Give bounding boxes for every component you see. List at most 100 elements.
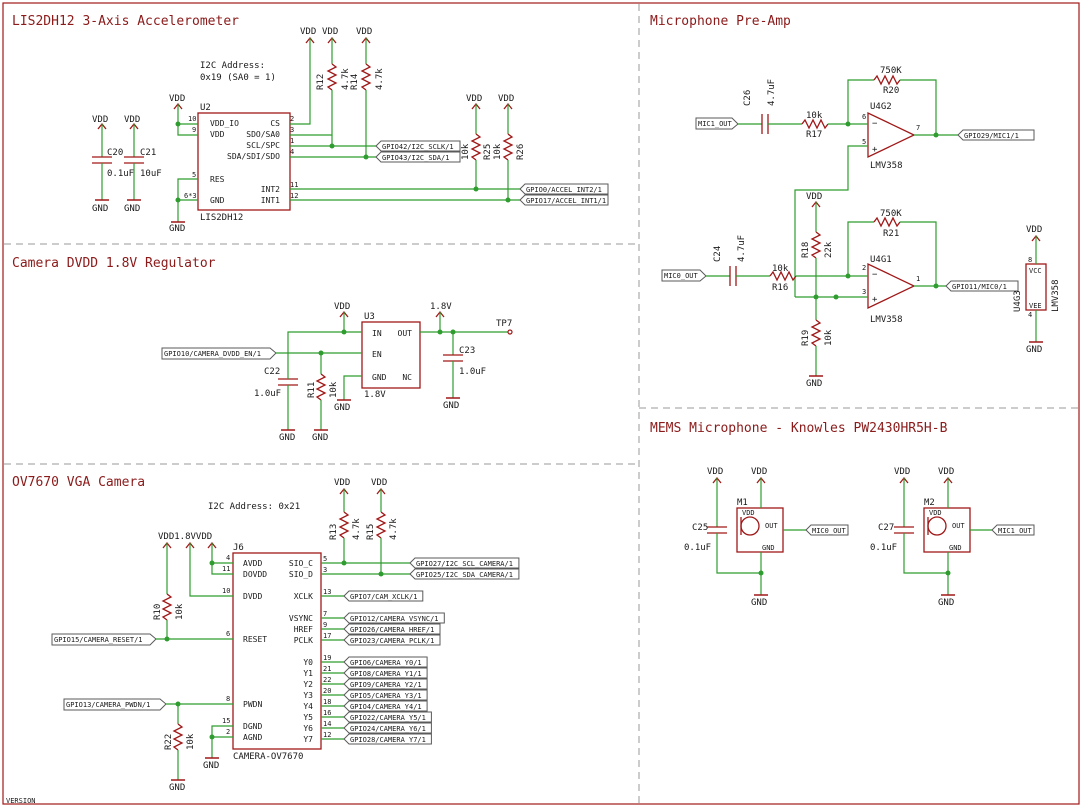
camera-pn: 6 (226, 630, 230, 638)
camera-r10-value: 10k (175, 603, 185, 620)
camera-pn: 3 (323, 566, 327, 574)
mems-net-m2: MIC1_OUT (998, 527, 1033, 535)
net-label-box (343, 623, 441, 635)
accel-pin-gnd: GND (210, 196, 225, 205)
vdd-label: VDD (169, 94, 185, 104)
version-label: VERSION (6, 797, 36, 805)
camera-pin-avdd: AVDD (243, 559, 262, 568)
camera-pin-13: Y7 (303, 735, 313, 744)
camera-pin-11: Y5 (303, 713, 313, 722)
accel-c21-value: 10uF (140, 169, 162, 179)
camera-pn: 13 (323, 588, 331, 596)
camera-r10-ref: R10 (153, 604, 163, 620)
camera-pn: 7 (323, 610, 327, 618)
accel-pn: 9 (192, 126, 196, 134)
accel-pin-res: RES (210, 175, 225, 184)
vdd-label: VDD (498, 94, 514, 104)
preamp-net-mic0-in: MIC0_OUT (664, 272, 699, 280)
camera-r13-ref: R13 (329, 524, 339, 540)
vdd-label: VDD (938, 467, 954, 477)
accel-net-sda: GPIO43/I2C_SDA/1 (382, 154, 449, 162)
opamp-b-plus: + (872, 295, 878, 305)
opamp-a-body (867, 111, 916, 159)
vdd-label: VDD (371, 478, 387, 488)
camera-pn: 11 (222, 565, 230, 573)
accel-ic-name: LIS2DH12 (200, 213, 243, 223)
preamp-r20-ref: R20 (883, 86, 899, 96)
regulator-pin-in: IN (372, 329, 382, 338)
gnd-label: GND (443, 401, 459, 411)
net-label-box (991, 524, 1035, 536)
camera-pn: 16 (323, 709, 331, 717)
camera-pin-9: Y3 (303, 691, 313, 700)
opamp-pn: 5 (862, 138, 866, 146)
camera-net-7: GPIO8/CAMERA_Y1/1 (350, 670, 422, 678)
camera-pin-5: PCLK (294, 636, 313, 645)
gnd-label: GND (938, 598, 954, 608)
camera-pn: 8 (226, 695, 230, 703)
preamp-c26-value: 4.7uF (767, 79, 777, 106)
accel-ic-ref: U2 (200, 103, 211, 113)
accel-pn: 10 (188, 115, 196, 123)
preamp-r17-ref: R17 (806, 130, 822, 140)
accelerometer-circuit: I2C Address: 0x19 (SA0 = 1) VDD GND C20 … (92, 27, 609, 234)
vdd-label: VDD (707, 467, 723, 477)
accel-r26-value: 10k (493, 143, 503, 160)
regulator-circuit: U3 1.8V IN OUT EN GND NC VDD GPIO10/CAME… (161, 302, 513, 443)
accel-pin-sda: SDA/SDI/SDO (227, 152, 280, 161)
gnd-label: GND (751, 598, 767, 608)
regulator-c23-ref: C23 (459, 346, 475, 356)
preamp-circuit: − + U4G2 LMV358 6 5 7 MIC1_OUT C26 4.7uF… (661, 66, 1061, 389)
camera-pin-6: Y0 (303, 658, 313, 667)
vdd-label: VDD (466, 94, 482, 104)
gnd-label: GND (1026, 345, 1042, 355)
net-label-box (805, 524, 849, 536)
camera-pn: 19 (323, 654, 331, 662)
accel-net-int2: GPIO0/ACCEL_INT2/1 (526, 186, 602, 194)
opamp-b-value: LMV358 (870, 315, 903, 325)
camera-net-12: GPIO24/CAMERA_Y6/1 (350, 725, 426, 733)
net-label-box (343, 700, 428, 712)
camera-r15-ref: R15 (366, 524, 376, 540)
camera-net-4: GPIO26/CAMERA_HREF/1 (350, 626, 434, 634)
regulator-pin-gnd: GND (372, 373, 387, 382)
mems-m1-body (736, 507, 784, 553)
accel-r12-ref: R12 (316, 74, 326, 90)
opamp-pn: 7 (916, 124, 920, 132)
regulator-r11-ref: R11 (307, 382, 317, 398)
regulator-pin-out: OUT (398, 329, 413, 338)
vdd-label: VDD (1026, 225, 1042, 235)
accel-c20-value: 0.1uF (107, 169, 134, 179)
camera-pin-8: Y2 (303, 680, 313, 689)
vdd-label: VDD (300, 27, 316, 37)
vdd-label: VDD (894, 467, 910, 477)
camera-r15-value: 4.7k (389, 518, 399, 540)
net-label-box (343, 678, 428, 690)
regulator-ref: U3 (364, 312, 375, 322)
camera-pn: 21 (323, 665, 331, 673)
mems-c27-value: 0.1uF (870, 543, 897, 553)
regulator-c22-value: 1.0uF (254, 389, 281, 399)
net-label-box (375, 140, 461, 152)
net-label-box (161, 347, 277, 360)
camera-pn: 17 (323, 632, 331, 640)
accel-pn: 2 (290, 115, 294, 123)
camera-pin-reset: RESET (243, 635, 267, 644)
camera-net-pwdn: GPIO13/CAMERA_PWDN/1 (66, 701, 150, 709)
net-label-box (409, 568, 520, 580)
preamp-r17-value: 10k (806, 111, 823, 121)
net-label-box (343, 689, 428, 701)
camera-pin-3: VSYNC (289, 614, 313, 623)
regulator-ic-body (361, 321, 421, 389)
camera-net-5: GPIO23/CAMERA_PCLK/1 (350, 637, 434, 645)
preamp-r18-ref: R18 (801, 242, 811, 258)
camera-pin-7: Y1 (303, 669, 313, 678)
opamp-power-vcc: VCC (1029, 267, 1042, 275)
camera-i2c-note: I2C Address: 0x21 (208, 502, 300, 512)
camera-pin-10: Y4 (303, 702, 313, 711)
camera-connector-body (232, 552, 322, 750)
accel-pin-vdd: VDD (210, 130, 225, 139)
vdd-label: VDD (92, 115, 108, 125)
section-title-preamp: Microphone Pre-Amp (650, 14, 791, 29)
